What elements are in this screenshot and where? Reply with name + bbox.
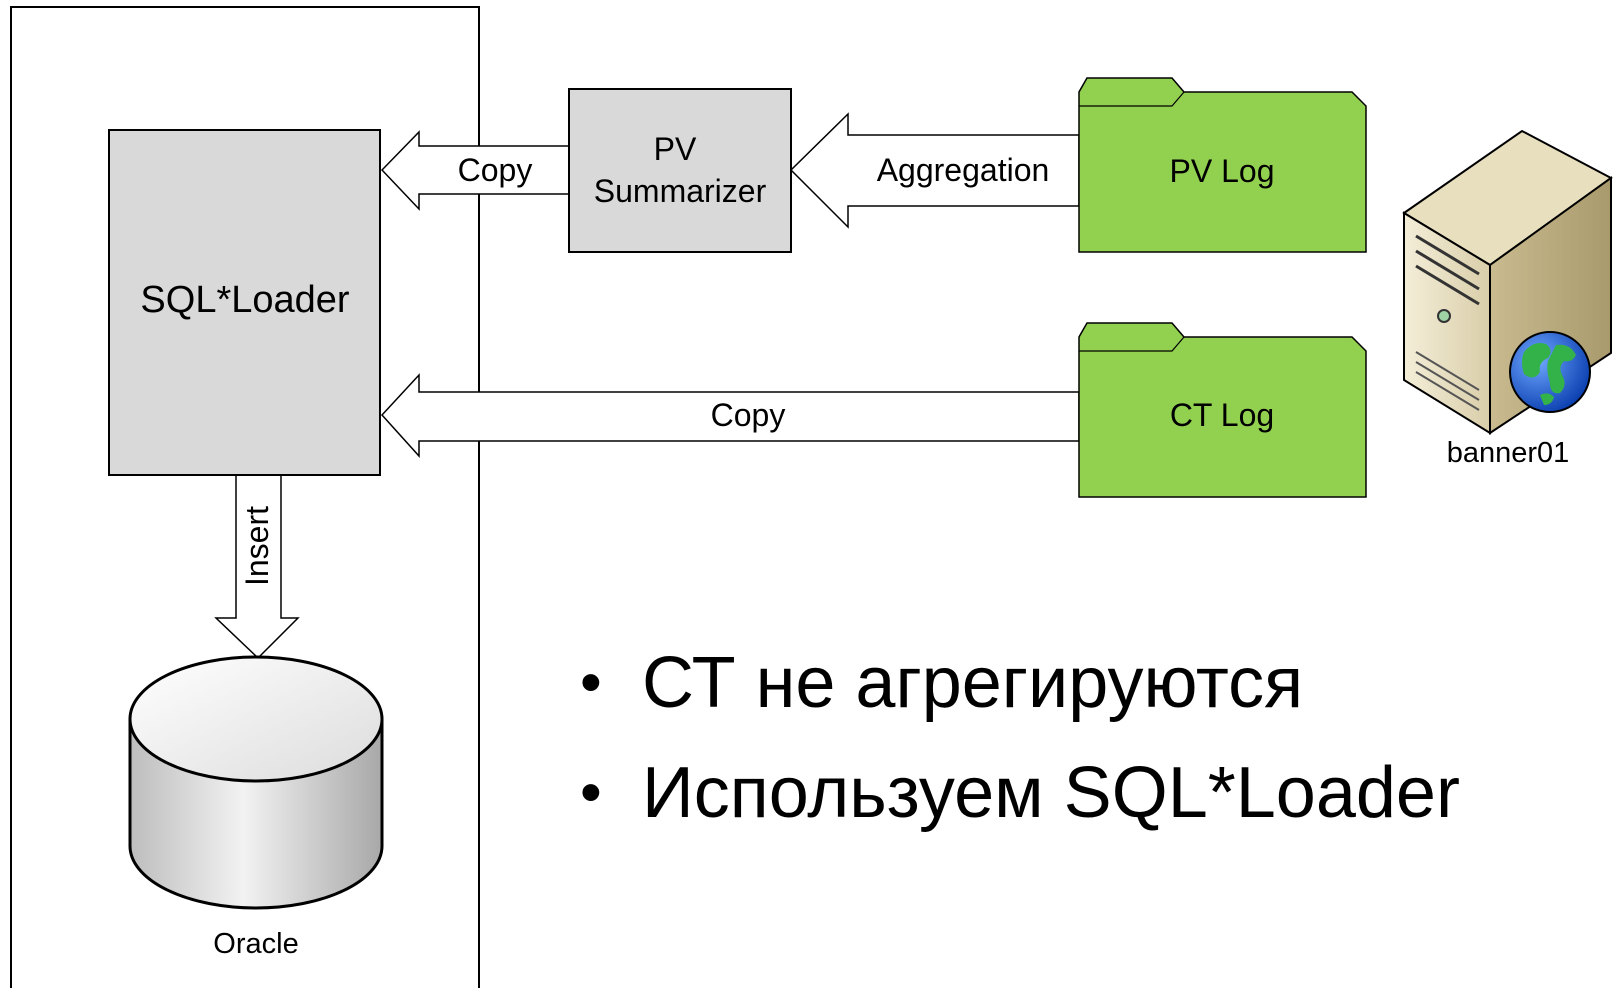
pv-log-label: PV Log	[1170, 153, 1275, 189]
server-label: banner01	[1447, 437, 1570, 469]
ct-copy-label: Copy	[711, 397, 786, 433]
ct-log-folder-tab-line	[1079, 336, 1185, 352]
pv-log-folder-tab-line	[1079, 91, 1185, 107]
pv-summarizer-label-line2: Summarizer	[594, 173, 767, 209]
bullet-item-2: • Используем SQL*Loader	[580, 738, 1460, 848]
bullet-text-2: Используем SQL*Loader	[642, 753, 1460, 833]
pv-summarizer-box	[568, 88, 792, 253]
db-server-boundary	[10, 6, 480, 988]
bullet-item-1: • СТ не агрегируются	[580, 628, 1460, 738]
insert-label: Insert	[239, 506, 275, 586]
bullet-dot: •	[580, 648, 602, 717]
pv-copy-arrow	[380, 130, 570, 211]
bullet-list: • СТ не агрегируются • Используем SQL*Load…	[580, 628, 1460, 848]
globe-icon	[1509, 331, 1591, 413]
aggregation-label: Aggregation	[877, 152, 1050, 188]
sql-loader-label: SQL*Loader	[140, 279, 349, 321]
aggregation-arrow	[789, 112, 1080, 229]
insert-arrow	[214, 474, 300, 660]
database-icon	[128, 655, 384, 910]
sql-loader-box	[108, 129, 381, 476]
bullet-dot: •	[580, 758, 602, 827]
database-label: Oracle	[213, 928, 298, 960]
pv-summarizer-label-line1: PV	[654, 131, 697, 167]
pv-copy-label: Copy	[458, 152, 533, 188]
ct-log-label: CT Log	[1170, 397, 1274, 433]
bullet-text-1: СТ не агрегируются	[642, 643, 1304, 723]
ct-copy-arrow	[380, 373, 1080, 458]
